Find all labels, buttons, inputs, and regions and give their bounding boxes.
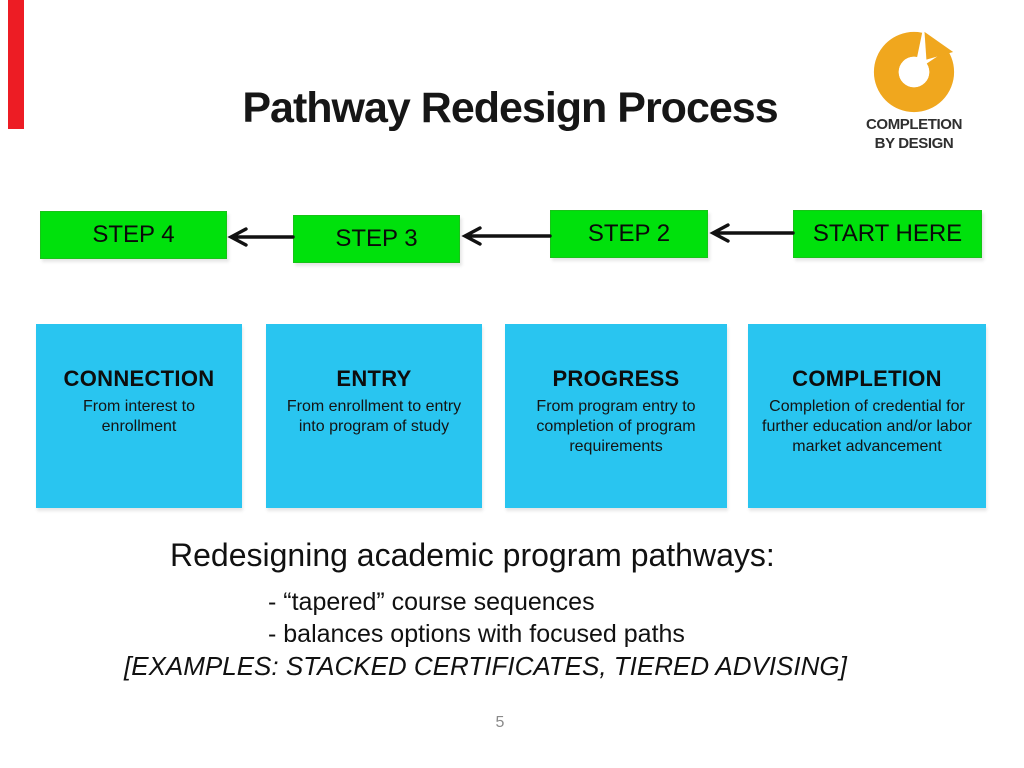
phase-description: From program entry to completion of prog… <box>536 398 696 455</box>
phase-connection-box: CONNECTION From interest to enrollment <box>36 324 242 508</box>
slide-title: Pathway Redesign Process <box>242 84 778 132</box>
page-number: 5 <box>495 714 505 731</box>
phase-completion-box: COMPLETION Completion of credential for … <box>748 324 986 508</box>
phase-description: Completion of credential for further edu… <box>762 398 972 455</box>
arrow-start-to-step2-icon <box>709 223 795 243</box>
phase-progress-box: PROGRESS From program entry to completio… <box>505 324 727 508</box>
arrow-step2-to-step3-icon <box>461 226 552 246</box>
phase-description: From interest to enrollment <box>82 398 196 435</box>
step-4-box: STEP 4 <box>40 211 227 259</box>
logo-text-line1: COMPLETION <box>866 116 962 133</box>
phase-description: From enrollment to entry into program of… <box>286 398 462 435</box>
phase-title: PROGRESS <box>552 366 680 391</box>
red-accent-bar <box>8 0 24 129</box>
logo-text-line2: BY DESIGN <box>874 135 954 152</box>
notes-heading: Redesigning academic program pathways: <box>170 537 775 573</box>
start-here-box: START HERE <box>793 210 982 258</box>
phase-title: ENTRY <box>336 366 412 391</box>
phase-title: CONNECTION <box>63 366 215 391</box>
phase-title: COMPLETION <box>792 366 942 391</box>
completion-by-design-logo-icon <box>873 30 955 113</box>
notes-bullet-1: - “tapered” course sequences <box>268 588 595 616</box>
phase-entry-box: ENTRY From enrollment to entry into prog… <box>266 324 482 508</box>
notes-bullet-2: - balances options with focused paths <box>268 620 685 648</box>
completion-by-design-logo: COMPLETION BY DESIGN <box>856 30 972 152</box>
notes-examples: [EXAMPLES: STACKED CERTIFICATES, TIERED … <box>124 651 847 681</box>
step-3-box: STEP 3 <box>293 215 460 263</box>
arrow-step3-to-step4-icon <box>227 227 295 247</box>
step-2-box: STEP 2 <box>550 210 708 258</box>
